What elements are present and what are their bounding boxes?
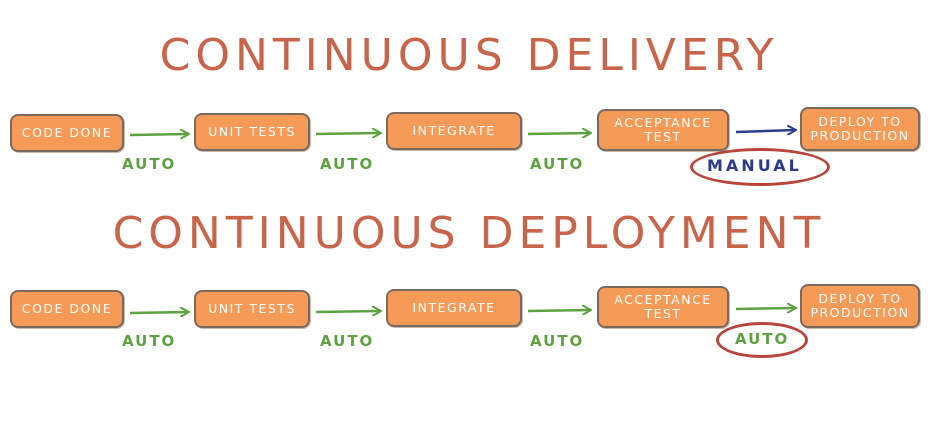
auto-highlight-oval: [716, 322, 808, 358]
continuous-deployment-title: CONTINUOUS DEPLOYMENT: [112, 208, 826, 259]
deployment-transition-1-label: AUTO: [122, 332, 177, 350]
deployment-stage-deploy-to-production: DEPLOY TO PRODUCTION: [800, 284, 920, 328]
delivery-transition-3-label: AUTO: [530, 155, 585, 173]
deployment-transition-4-label: AUTO: [735, 330, 790, 348]
delivery-transition-2-label: AUTO: [320, 155, 375, 173]
deployment-transition-3-label: AUTO: [530, 332, 585, 350]
deployment-transition-2-label: AUTO: [320, 332, 375, 350]
delivery-transition-4-label: MANUAL: [707, 156, 802, 175]
delivery-arrow-1: [129, 134, 188, 135]
deployment-arrow-2: [315, 311, 380, 312]
delivery-stage-deploy-to-production: DEPLOY TO PRODUCTION: [800, 107, 920, 151]
deployment-arrow-4: [735, 308, 795, 309]
delivery-arrow-2: [315, 133, 380, 134]
delivery-arrow-4: [735, 130, 795, 132]
deployment-stage-acceptance-test: ACCEPTANCE TEST: [597, 286, 729, 328]
delivery-transition-1-label: AUTO: [122, 155, 177, 173]
delivery-arrow-3: [527, 133, 590, 134]
deployment-stage-unit-tests: UNIT TESTS: [194, 290, 310, 328]
delivery-stage-integrate: INTEGRATE: [386, 112, 522, 150]
delivery-stage-unit-tests: UNIT TESTS: [194, 113, 310, 151]
delivery-stage-code-done: CODE DONE: [10, 114, 124, 152]
continuous-delivery-title: CONTINUOUS DELIVERY: [159, 30, 779, 81]
deployment-arrow-1: [129, 312, 188, 313]
deployment-stage-code-done: CODE DONE: [10, 290, 124, 328]
manual-highlight-oval: [690, 148, 830, 186]
deployment-stage-integrate: INTEGRATE: [386, 289, 522, 327]
deployment-arrow-3: [527, 310, 590, 311]
delivery-stage-acceptance-test: ACCEPTANCE TEST: [597, 109, 729, 151]
